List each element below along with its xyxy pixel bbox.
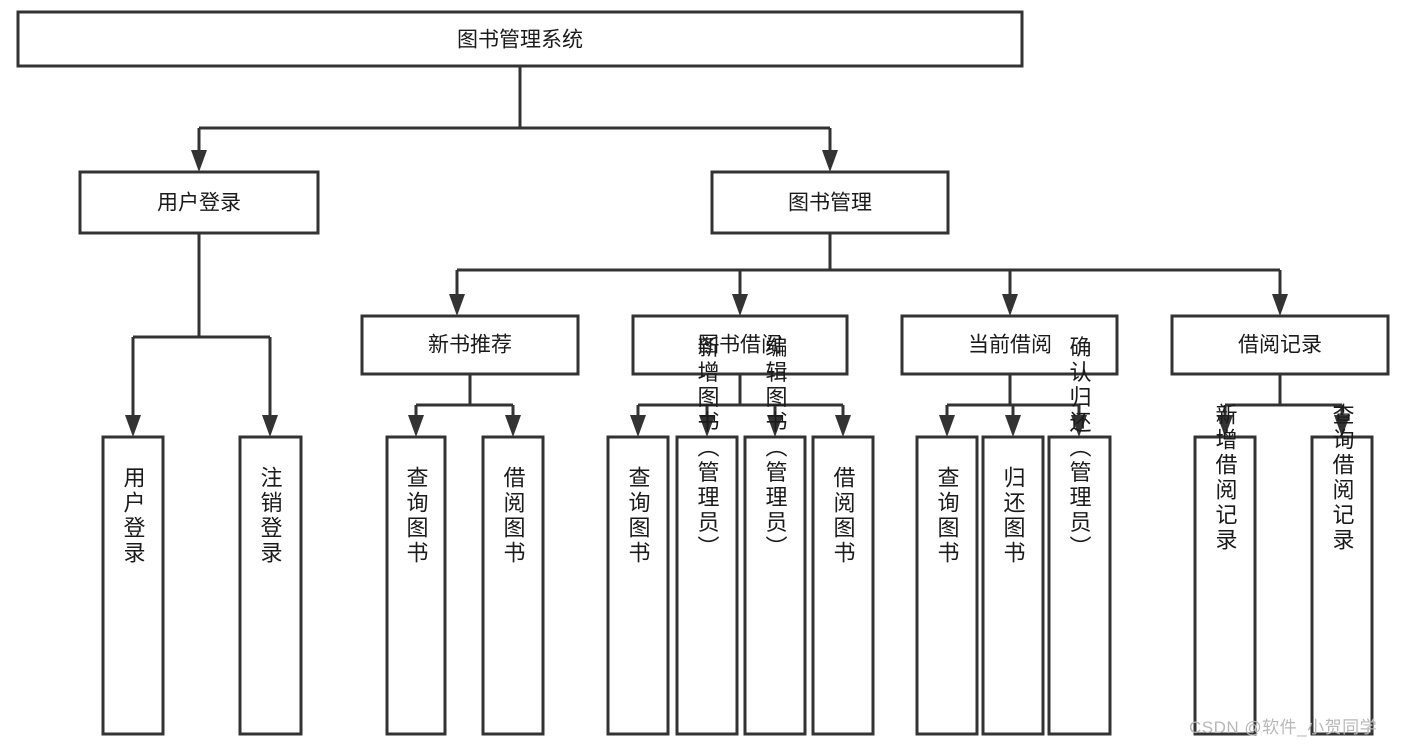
node-root-label: 图书管理系统 xyxy=(457,29,583,52)
node-user-login-box[interactable] xyxy=(78,170,320,235)
arrow-head-icon xyxy=(732,294,748,316)
node-borrow-record[interactable]: 借阅记录 xyxy=(1170,314,1390,376)
node-leaf-add-book-box[interactable] xyxy=(675,435,739,736)
arrow-head-icon xyxy=(1272,294,1288,316)
node-new-book-recommend-box[interactable] xyxy=(360,314,580,376)
node-leaf-query-record-box[interactable] xyxy=(1310,435,1374,736)
node-new-book-recommend[interactable]: 新书推荐 xyxy=(360,314,580,376)
node-leaf-user-logout-box[interactable] xyxy=(238,435,303,736)
node-leaf-add-record[interactable]: 新增借阅记录 xyxy=(1193,403,1257,736)
node-leaf-query-book-1-box[interactable] xyxy=(385,435,447,736)
node-current-borrow-box[interactable] xyxy=(900,314,1119,376)
arrow-head-icon xyxy=(630,415,646,437)
node-leaf-confirm-return-box[interactable] xyxy=(1047,435,1112,736)
node-leaf-edit-book[interactable]: 编辑图书（管理员） xyxy=(743,336,807,736)
node-leaf-return-book-label: 归还图书 xyxy=(1001,466,1026,566)
node-current-borrow[interactable]: 当前借阅 xyxy=(900,314,1119,376)
connector-group-book-borrow xyxy=(630,374,851,437)
node-leaf-edit-book-label: 编辑图书（管理员） xyxy=(763,336,788,561)
connector-group-borrow-record xyxy=(1217,374,1350,437)
node-user-login[interactable]: 用户登录 xyxy=(78,170,320,235)
node-book-management[interactable]: 图书管理 xyxy=(710,170,950,235)
node-leaf-query-book-3-box[interactable] xyxy=(915,435,979,736)
node-leaf-borrow-book-1-box[interactable] xyxy=(481,435,545,736)
node-new-book-recommend-label: 新书推荐 xyxy=(428,334,512,357)
node-current-borrow-label: 当前借阅 xyxy=(968,334,1052,357)
node-leaf-user-login-label: 用户登录 xyxy=(121,466,146,566)
connector-group-user-login xyxy=(125,233,278,437)
node-leaf-query-book-3-label: 查询图书 xyxy=(935,466,960,566)
node-leaf-add-record-box[interactable] xyxy=(1193,435,1257,736)
node-book-borrow-box[interactable] xyxy=(631,314,849,376)
node-leaf-query-record-label: 查询借阅记录 xyxy=(1330,403,1355,553)
arrow-head-icon xyxy=(1334,415,1350,437)
node-leaf-query-book-2-label: 查询图书 xyxy=(626,466,651,566)
node-leaf-user-logout[interactable]: 注销登录 xyxy=(238,435,303,736)
node-borrow-record-box[interactable] xyxy=(1170,314,1390,376)
node-leaf-add-record-label: 新增借阅记录 xyxy=(1213,403,1238,553)
node-leaf-return-book[interactable]: 归还图书 xyxy=(981,435,1045,736)
node-root[interactable]: 图书管理系统 xyxy=(16,10,1024,68)
arrow-head-icon xyxy=(1217,415,1233,437)
node-book-borrow[interactable]: 图书借阅 xyxy=(631,314,849,376)
arrow-head-icon xyxy=(822,150,838,172)
node-leaf-query-book-1[interactable]: 查询图书 xyxy=(385,435,447,736)
arrow-head-icon xyxy=(408,415,424,437)
arrow-head-icon xyxy=(835,415,851,437)
connector-group-current-borrow xyxy=(939,374,1087,437)
arrow-head-icon xyxy=(1002,294,1018,316)
node-leaf-edit-book-box[interactable] xyxy=(743,435,807,736)
node-leaf-borrow-book-1-label: 借阅图书 xyxy=(501,466,526,566)
arrow-head-icon xyxy=(125,415,141,437)
node-root-box[interactable] xyxy=(16,10,1024,68)
node-leaf-borrow-book-2[interactable]: 借阅图书 xyxy=(811,435,875,736)
arrow-head-icon xyxy=(449,294,465,316)
watermark: CSDN @软件_小贺同学 xyxy=(1189,718,1378,737)
node-leaf-query-book-3[interactable]: 查询图书 xyxy=(915,435,979,736)
node-leaf-confirm-return-label: 确认归还（管理员） xyxy=(1067,336,1092,561)
node-leaf-user-login-box[interactable] xyxy=(101,435,165,736)
node-leaf-user-login[interactable]: 用户登录 xyxy=(101,435,165,736)
arrow-head-icon xyxy=(767,415,783,437)
node-borrow-record-label: 借阅记录 xyxy=(1238,334,1322,357)
node-leaf-add-book-label: 新增图书（管理员） xyxy=(695,336,720,561)
arrow-head-icon xyxy=(505,415,521,437)
node-leaf-confirm-return[interactable]: 确认归还（管理员） xyxy=(1047,336,1112,736)
node-leaf-query-book-2-box[interactable] xyxy=(606,435,670,736)
node-leaf-query-book-2[interactable]: 查询图书 xyxy=(606,435,670,736)
node-user-login-label: 用户登录 xyxy=(157,192,241,215)
node-leaf-user-logout-label: 注销登录 xyxy=(258,466,283,566)
node-leaf-return-book-box[interactable] xyxy=(981,435,1045,736)
node-leaf-borrow-book-2-box[interactable] xyxy=(811,435,875,736)
node-book-management-label: 图书管理 xyxy=(788,192,872,215)
arrow-head-icon xyxy=(191,150,207,172)
node-leaf-query-book-1-label: 查询图书 xyxy=(404,466,429,566)
node-leaf-borrow-book-1[interactable]: 借阅图书 xyxy=(481,435,545,736)
connector-group-root xyxy=(191,66,838,172)
arrow-head-icon xyxy=(262,415,278,437)
node-leaf-borrow-book-2-label: 借阅图书 xyxy=(831,466,856,566)
connector-group-new-book-recommend xyxy=(408,374,521,437)
node-leaf-add-book[interactable]: 新增图书（管理员） xyxy=(675,336,739,736)
node-book-management-box[interactable] xyxy=(710,170,950,235)
arrow-head-icon xyxy=(1005,415,1021,437)
arrow-head-icon xyxy=(939,415,955,437)
node-leaf-query-record[interactable]: 查询借阅记录 xyxy=(1310,403,1374,736)
node-book-borrow-label: 图书借阅 xyxy=(698,334,782,357)
arrow-head-icon xyxy=(1071,415,1087,437)
connector-group-book-management xyxy=(449,233,1288,316)
arrow-head-icon xyxy=(699,415,715,437)
